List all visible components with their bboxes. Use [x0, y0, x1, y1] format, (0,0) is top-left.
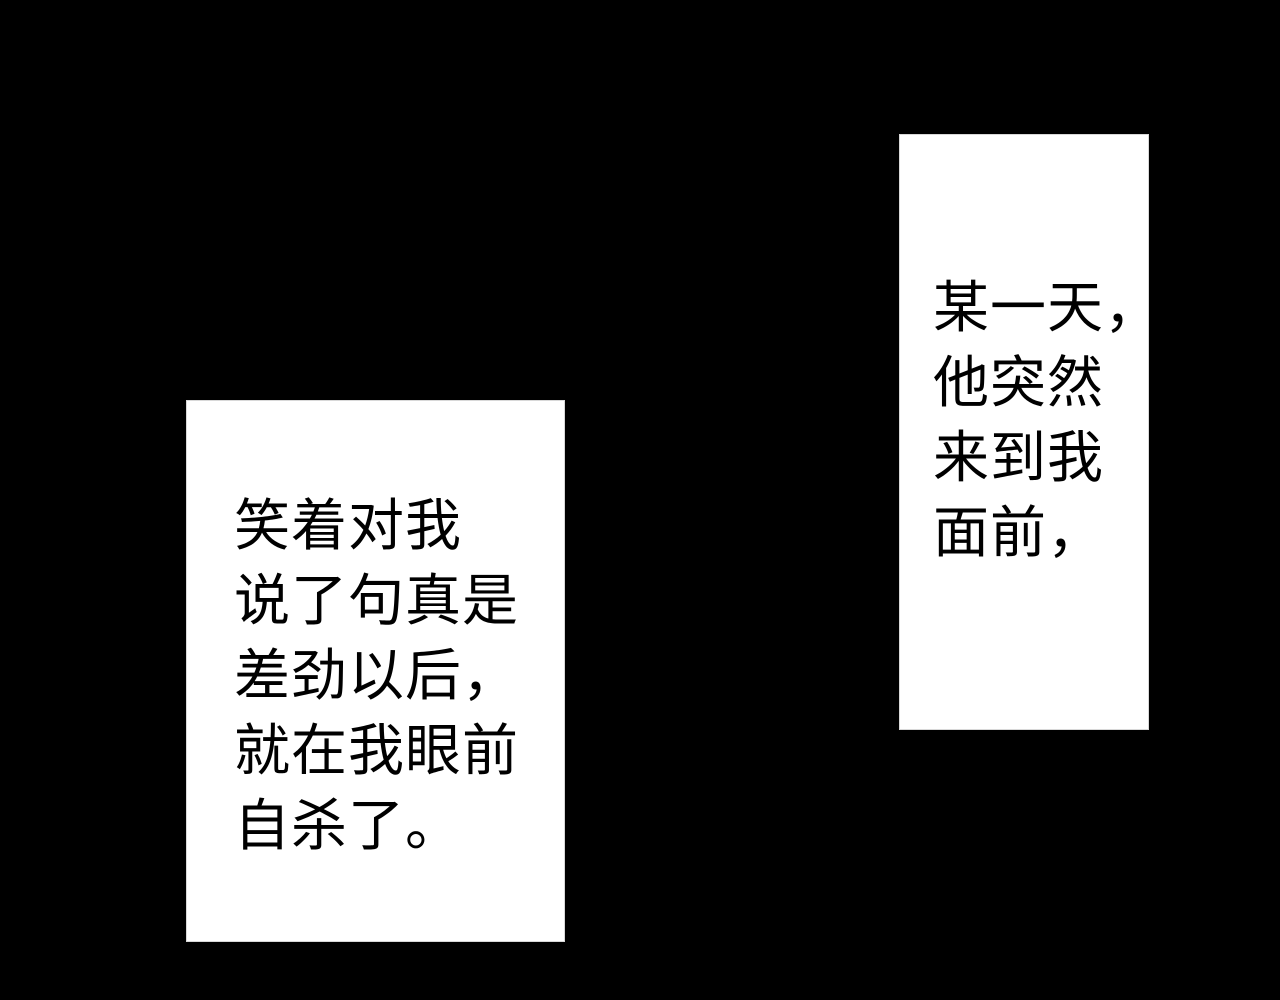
caption-line: 自杀了。 [234, 794, 462, 859]
caption-line: 他突然 [933, 351, 1104, 416]
caption-line: 说了句真是 [234, 569, 519, 634]
caption-line: 面前， [933, 501, 1104, 566]
caption-line: 来到我 [933, 426, 1104, 491]
caption-box-bottom-left: 笑着对我 说了句真是 差劲以后， 就在我眼前 自杀了。 [186, 400, 565, 942]
caption-box-top-right: 某一天， 他突然 来到我 面前， [899, 134, 1160, 730]
caption-line: 某一天， [933, 276, 1161, 341]
caption-line: 笑着对我 [234, 494, 462, 559]
caption-line: 就在我眼前 [234, 719, 519, 784]
caption-line: 差劲以后， [234, 644, 519, 709]
